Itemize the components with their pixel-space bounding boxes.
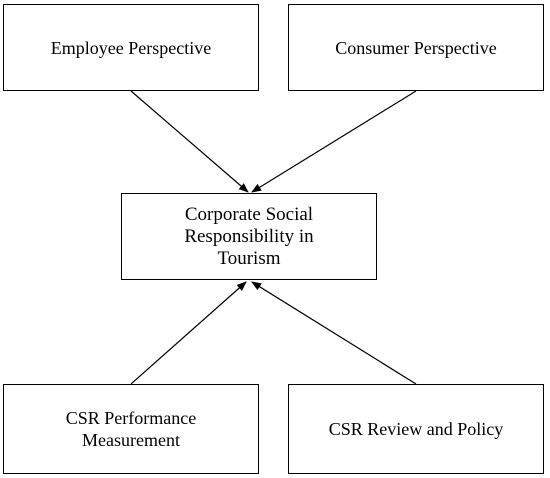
csr-review-and-policy-label: CSR Review and Policy xyxy=(328,419,504,439)
consumer-perspective-box: Consumer Perspective xyxy=(288,4,544,91)
arrow-consumer-to-csr xyxy=(251,90,417,193)
csr-performance-measurement-label: CSR Performance Measurement xyxy=(65,408,197,450)
employee-perspective-box: Employee Perspective xyxy=(3,4,259,91)
employee-perspective-label: Employee Perspective xyxy=(50,37,212,58)
csr-in-tourism-label: Corporate Social Responsibility in Touri… xyxy=(184,203,314,269)
csr-review-and-policy-box: CSR Review and Policy xyxy=(288,384,544,474)
arrow-review-to-csr xyxy=(251,281,417,385)
csr-performance-measurement-box: CSR Performance Measurement xyxy=(3,384,259,474)
arrow-employee-to-csr xyxy=(130,90,249,193)
csr-in-tourism-box: Corporate Social Responsibility in Touri… xyxy=(121,193,377,280)
arrow-performance-to-csr xyxy=(130,281,247,385)
consumer-perspective-label: Consumer Perspective xyxy=(335,37,497,58)
